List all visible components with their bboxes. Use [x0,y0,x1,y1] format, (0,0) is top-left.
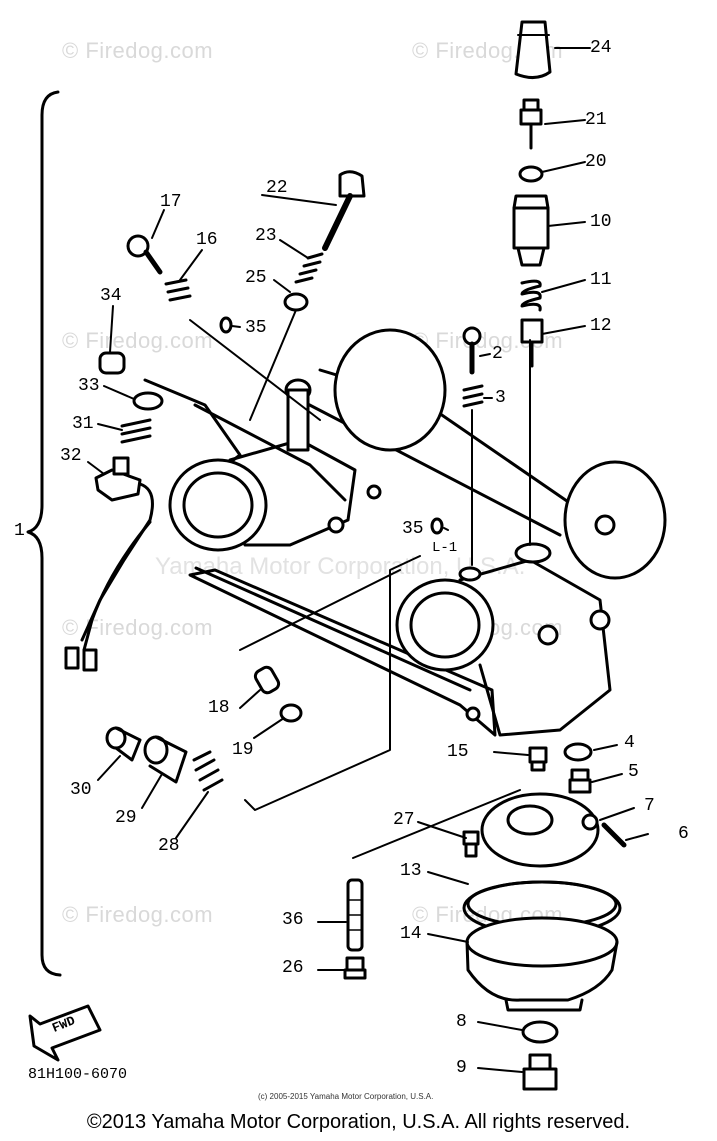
part-6-pin [601,822,627,848]
part-29-diaphragm [143,735,188,784]
part-14-float-bowl [465,916,619,1012]
fwd-arrow-icon [28,1004,102,1062]
part-17-screw [126,234,163,275]
callout-17[interactable]: 17 [160,192,182,212]
part-9-plug [522,1053,558,1091]
part-11-spring [520,279,542,312]
part-21-needle [519,98,543,150]
callout-32[interactable]: 32 [60,446,82,466]
part-12-needle-valve [520,318,544,368]
callout-28[interactable]: 28 [158,836,180,856]
watermark: © Firedog.com [62,328,214,353]
callout-36[interactable]: 36 [282,910,304,930]
part-31-spring [120,418,152,444]
part-3-spring [462,384,484,408]
footer-copyright: ©2013 Yamaha Motor Corporation, U.S.A. A… [86,1111,631,1133]
callout-29[interactable]: 29 [115,808,137,828]
part-36-emulsion-tube [346,878,364,952]
callout-6[interactable]: 6 [678,824,689,844]
part-4-washer [563,742,593,762]
part-20-clip [518,165,544,183]
callout-16[interactable]: 16 [196,230,218,250]
callout-1[interactable]: 1 [14,521,25,541]
part-7-float [480,792,600,868]
callout-2[interactable]: 2 [492,344,503,364]
leader-lines [87,47,649,1073]
callout-7[interactable]: 7 [644,796,655,816]
part-23-spring [294,252,324,284]
part-26-jet [343,956,367,980]
part-16-spring [164,278,192,302]
callout-14[interactable]: 14 [400,924,422,944]
callout-3[interactable]: 3 [495,388,506,408]
callout-33[interactable]: 33 [78,376,100,396]
callout-5[interactable]: 5 [628,762,639,782]
callout-35[interactable]: 35 [245,318,267,338]
part-32-sensor [64,456,154,672]
callout-27[interactable]: 27 [393,810,415,830]
callout-26[interactable]: 26 [282,958,304,978]
part-8-washer [521,1020,559,1044]
part-35-plug [219,316,233,334]
callout-21[interactable]: 21 [585,110,607,130]
callout-25[interactable]: 25 [245,268,267,288]
part-19-clip [279,703,303,723]
part-30-cap [105,726,142,762]
callout-18[interactable]: 18 [208,698,230,718]
callout-20[interactable]: 20 [585,152,607,172]
part-33-washer [132,391,164,411]
callout-11[interactable]: 11 [590,270,612,290]
part-5-screw [568,768,592,794]
part-25-ring [283,292,309,312]
part-34-cap [98,351,126,375]
fine-print-copyright: (c) 2005-2015 Yamaha Motor Corporation, … [258,1092,434,1101]
part-28-spring [192,750,224,792]
part-22-screw [322,170,366,251]
callout-15[interactable]: 15 [447,742,469,762]
callout-4[interactable]: 4 [624,733,635,753]
callout-34[interactable]: 34 [100,286,122,306]
callout-13[interactable]: 13 [400,861,422,881]
callout-23[interactable]: 23 [255,226,277,246]
watermark: © Firedog.com [62,902,214,927]
part-10-nut [512,194,550,267]
part-35-plug [430,517,444,535]
callout-30[interactable]: 30 [70,780,92,800]
part-code: 81H100-6070 [28,1066,128,1083]
watermark: © Firedog.com [62,38,214,63]
part-24-cap [514,20,552,79]
callout-12[interactable]: 12 [590,316,612,336]
part-27-jet [462,830,480,858]
callout-10[interactable]: 10 [590,212,612,232]
callout-8[interactable]: 8 [456,1012,467,1032]
part-2-screw [462,326,482,375]
part-15-jet [528,746,548,772]
callout-22[interactable]: 22 [266,178,288,198]
callout-19[interactable]: 19 [232,740,254,760]
callout-9[interactable]: 9 [456,1058,467,1078]
callout-35[interactable]: 35 [402,519,424,539]
assembly-bracket [26,90,62,977]
carburetor-body [143,328,667,737]
connection-lines [189,309,531,859]
callout-31[interactable]: 31 [72,414,94,434]
callout-24[interactable]: 24 [590,38,612,58]
callout-l1[interactable]: L-1 [432,540,458,556]
